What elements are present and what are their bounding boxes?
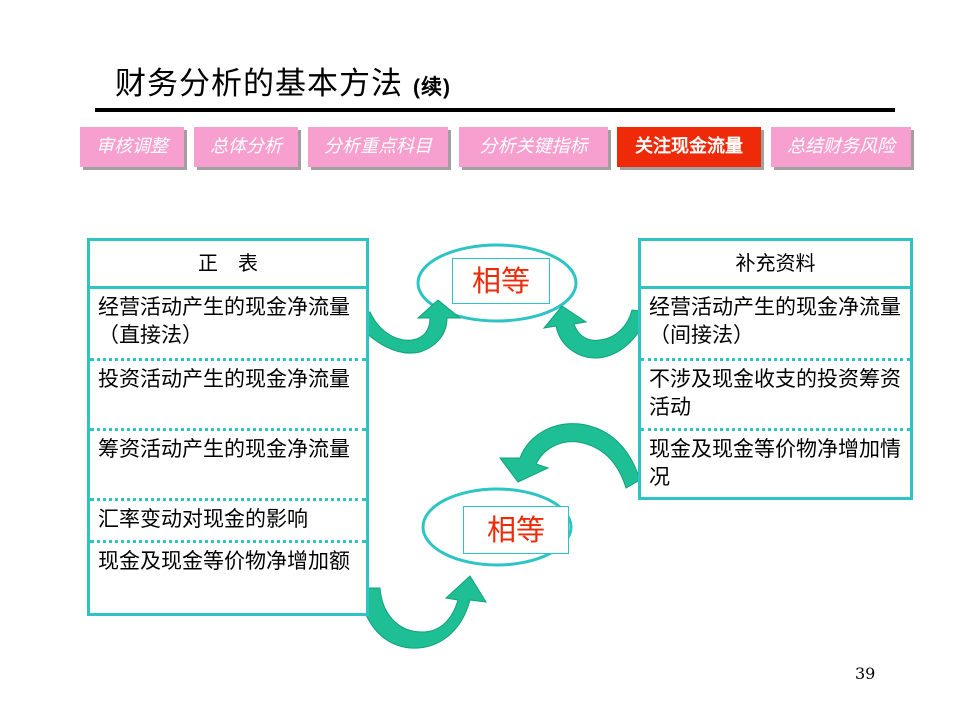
- tab-review-adjust[interactable]: 审核调整: [80, 127, 184, 167]
- slide-title-suffix: (续): [413, 76, 451, 99]
- page-number: 39: [855, 664, 876, 683]
- table-row: 投资活动产生的现金净流量: [90, 361, 366, 431]
- table-row: 现金及现金等价物净增加额: [98, 549, 350, 573]
- main-statement-table: 正 表 经营活动产生的现金净流量（直接法） 投资活动产生的现金净流量 筹资活动产…: [87, 238, 369, 616]
- tab-key-accounts[interactable]: 分析重点科目: [308, 127, 448, 167]
- table-row: 经营活动产生的现金净流量（间接法）: [641, 289, 910, 361]
- arrow-right-to-bottom-equal: [499, 423, 641, 489]
- table-row: 汇率变动对现金的影响: [90, 501, 366, 543]
- arrow-right-to-top-equal: [542, 305, 649, 359]
- slide-title-text: 财务分析的基本方法: [115, 66, 403, 102]
- table-row: 现金及现金等价物净增加情况: [649, 437, 901, 489]
- arrow-left-to-top-equal: [351, 299, 462, 354]
- table-row: 筹资活动产生的现金净流量: [90, 431, 366, 501]
- arrow-left-to-bottom-equal: [359, 575, 487, 649]
- equal-label-top: 相等: [452, 258, 550, 304]
- supplementary-table: 补充资料 经营活动产生的现金净流量（间接法） 不涉及现金收支的投资筹资活动 现金…: [638, 238, 913, 500]
- main-statement-header: 正 表: [90, 241, 366, 289]
- tab-overall-analysis[interactable]: 总体分析: [194, 127, 298, 167]
- tab-key-indicators[interactable]: 分析关键指标: [459, 127, 608, 167]
- title-underline: [95, 108, 895, 112]
- tab-financial-risk[interactable]: 总结财务风险: [771, 127, 911, 167]
- equal-label-bottom: 相等: [463, 506, 569, 554]
- table-row: 不涉及现金收支的投资筹资活动: [641, 361, 910, 431]
- slide-title: 财务分析的基本方法 (续): [115, 58, 451, 103]
- tab-cash-flow[interactable]: 关注现金流量: [617, 127, 761, 167]
- table-row: 经营活动产生的现金净流量（直接法）: [90, 289, 366, 361]
- supplementary-header: 补充资料: [641, 241, 910, 289]
